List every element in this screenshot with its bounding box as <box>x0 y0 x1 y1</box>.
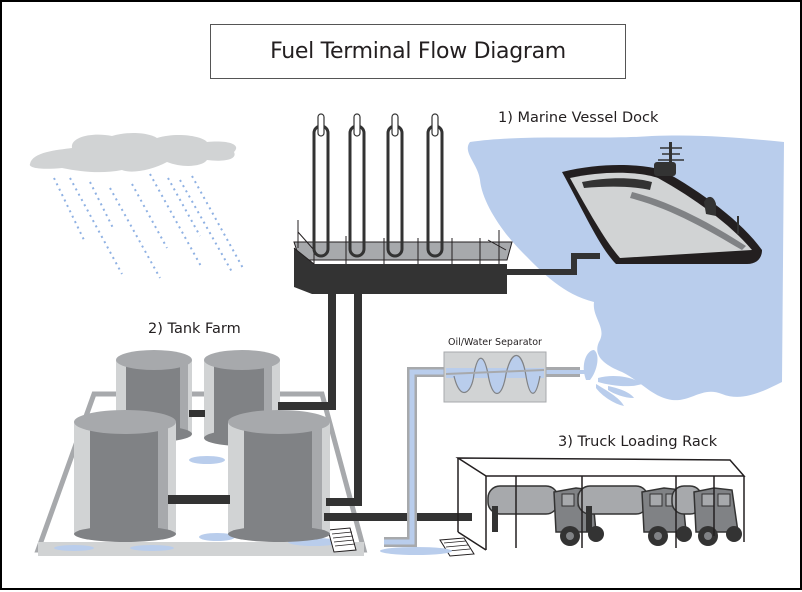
loading-arm <box>348 113 366 258</box>
loading-arm <box>386 113 404 258</box>
pipe-tank-connector <box>168 495 230 504</box>
cloud-icon <box>29 132 237 173</box>
rain-icon <box>53 173 245 279</box>
storage-tank <box>74 410 176 542</box>
label-marine-dock: 1) Marine Vessel Dock <box>498 110 659 126</box>
ship-icon <box>562 142 762 264</box>
drain-grate <box>327 527 357 553</box>
pipelines <box>278 294 472 521</box>
storage-tank <box>228 410 330 542</box>
loading-arms <box>312 113 444 258</box>
loading-arm <box>312 113 330 258</box>
diagram-title: Fuel Terminal Flow Diagram <box>270 39 566 64</box>
pipe-tank-connector <box>189 410 205 417</box>
pipe-dock-to-ship <box>507 253 600 275</box>
title-box: Fuel Terminal Flow Diagram <box>210 24 626 79</box>
pipe-dock-to-tank-back <box>278 294 336 410</box>
truck-loading-rack <box>455 457 746 551</box>
tanker-truck <box>671 485 742 546</box>
label-truck-rack: 3) Truck Loading Rack <box>558 434 718 450</box>
drain-line <box>384 367 588 547</box>
pipe-dock-to-tank-front <box>326 294 362 506</box>
dock-platform <box>293 220 513 294</box>
loading-arm <box>426 113 444 258</box>
rack-posts <box>515 476 715 548</box>
water-puddle <box>380 547 452 555</box>
oil-water-separator <box>443 351 547 403</box>
label-separator: Oil/Water Separator <box>448 337 542 348</box>
label-tank-farm: 2) Tank Farm <box>148 321 241 337</box>
